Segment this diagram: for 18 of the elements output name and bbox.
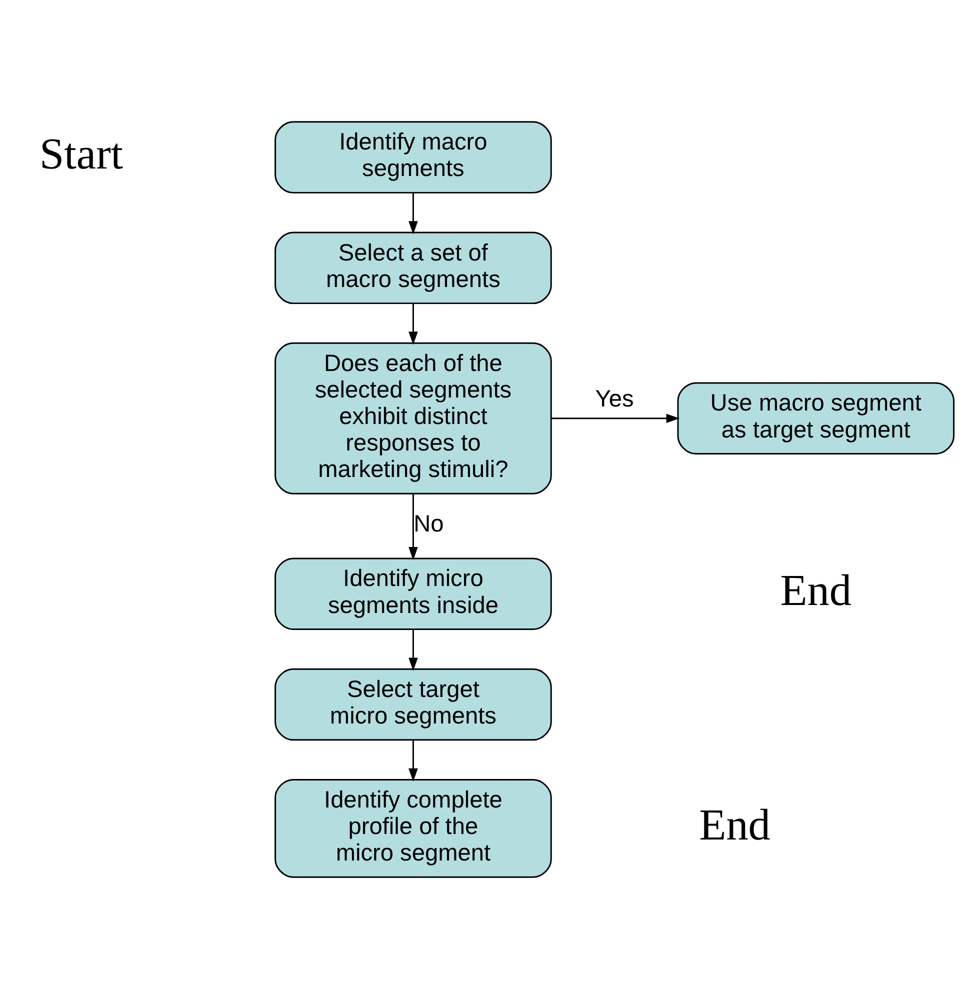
arrow <box>408 629 418 672</box>
node-label: Start <box>40 129 124 178</box>
node-label: End <box>780 566 852 615</box>
node-box: Identify complete profile of the micro segment <box>274 779 552 878</box>
arrow <box>408 740 418 782</box>
node-box: Identify micro segments inside <box>274 558 552 630</box>
node-box: Use macro segment as target segment <box>677 382 955 455</box>
arrow <box>551 414 680 424</box>
node-box: Does each of the selected segments exhibit distinct responses to marketing stimuli? <box>274 342 552 494</box>
node-box: Select target micro segments <box>274 668 552 741</box>
arrow <box>408 192 418 234</box>
node-box: Identify macro segments <box>274 121 552 194</box>
edge-label: No <box>414 512 444 538</box>
node-box: Select a set of macro segments <box>274 232 552 304</box>
arrow <box>408 304 418 345</box>
arrow <box>408 494 418 560</box>
node-label: End <box>699 800 770 850</box>
edge-label: Yes <box>595 386 634 412</box>
